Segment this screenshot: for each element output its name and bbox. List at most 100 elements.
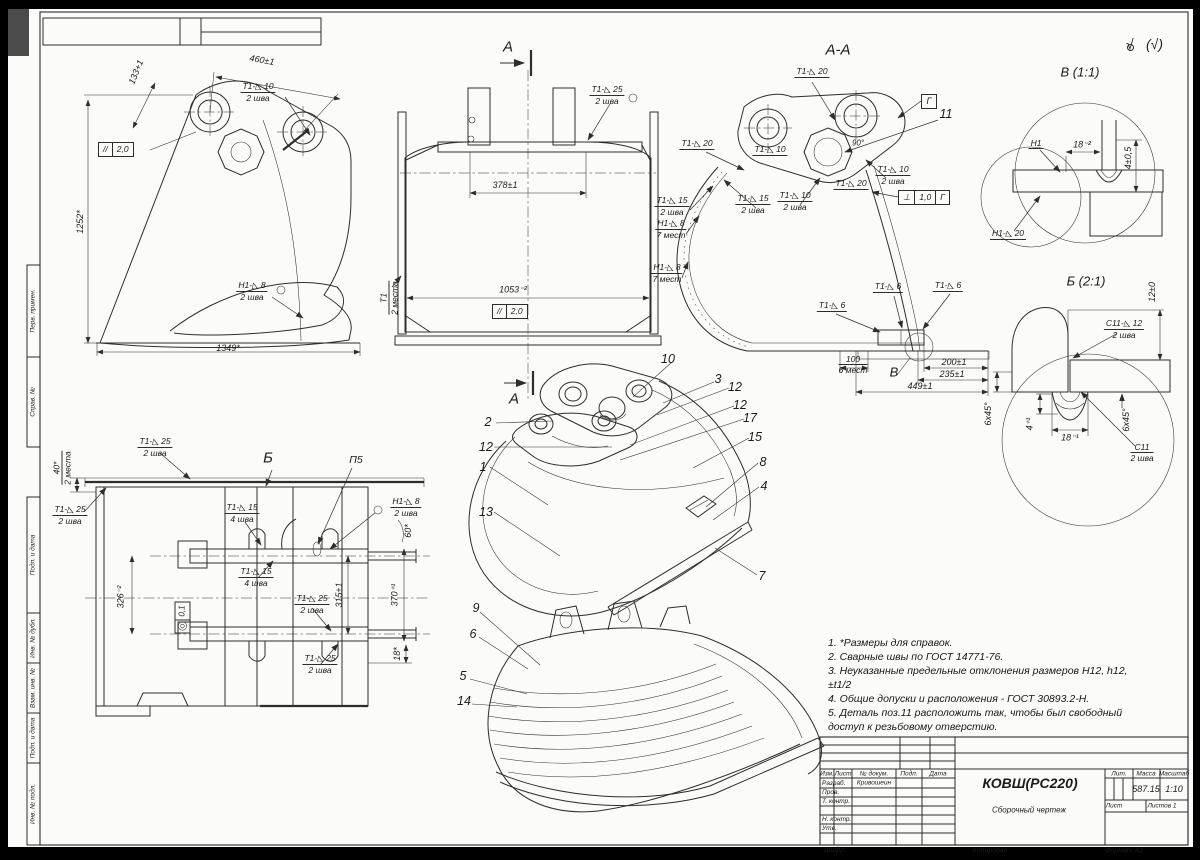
part-callout: 9	[472, 601, 480, 615]
drawing-title: КОВШ(РС220)	[982, 775, 1078, 791]
developer-name: Кривошеин	[856, 779, 892, 787]
scan-edge-right	[1193, 0, 1200, 860]
scale-value: 1:10	[1165, 784, 1183, 794]
weld-callout: Н1	[1028, 138, 1044, 149]
dimension-label: 18⁻¹	[1061, 432, 1079, 443]
code-label: Шифр:	[824, 847, 847, 854]
titleblock-col: Лист	[834, 770, 852, 778]
dimension-label: 200±1	[941, 357, 967, 367]
dimension-label: 326⁻²	[115, 585, 126, 609]
part-callout: 13	[479, 505, 493, 519]
part-callout: 1	[479, 460, 487, 474]
datum-flag: Г	[921, 94, 937, 109]
part-callout: 7	[758, 569, 766, 583]
part-callout: 3	[714, 372, 722, 386]
dimension-stack: 40*2 места	[51, 451, 73, 485]
dimension-label: 1252*	[75, 210, 85, 234]
format-label: Формат А2	[1104, 847, 1144, 855]
scale-label: Масштаб	[1158, 770, 1190, 778]
part-callout: 17	[743, 411, 757, 425]
part-callout: 12	[479, 440, 493, 454]
margin-label: Перв. примен.	[29, 289, 37, 333]
det​ail-b-linework	[993, 307, 1175, 527]
sheet-label: Лист	[1105, 802, 1123, 810]
roughness-icon: √	[1126, 36, 1134, 52]
weld-callout: Н1-◺ 20	[989, 228, 1027, 240]
weld-callout: Т1-◺ 6	[932, 280, 964, 292]
parallelism-icon: //	[497, 306, 502, 316]
dimension-label: 1349*	[216, 343, 240, 353]
detail-title: Б (2:1)	[1066, 273, 1106, 289]
margin-label: Подп. и дата	[29, 534, 37, 576]
titleblock-col: Изм.	[820, 770, 834, 778]
margin-label: Подп. и дата	[29, 717, 37, 759]
parallelism-tolerance-frame: //2,0	[98, 142, 134, 157]
mass-label: Масса	[1136, 770, 1156, 778]
part-callout: 5	[459, 669, 467, 683]
note-line: 4. Общие допуски и расположения - ГОСТ 3…	[828, 692, 1090, 705]
angle-label: 90°	[851, 138, 865, 148]
detail-title: В (1:1)	[1060, 64, 1100, 80]
dimension-label: 1053⁻²	[499, 284, 527, 295]
scan-edge-bottom	[0, 847, 1200, 860]
roughness-alt-icon: (√)	[1146, 36, 1164, 52]
weld-callout: Т1-◺ 6	[872, 281, 904, 293]
front-view-linework	[391, 50, 662, 400]
part-callout: 12	[728, 380, 742, 394]
titleblock-row: Н. контр.	[822, 816, 852, 823]
titleblock-row: Пров.	[822, 789, 840, 796]
part-callout: 6	[469, 627, 477, 641]
titleblock-row: Утв.	[822, 825, 837, 832]
dimension-label: 449±1	[907, 381, 933, 391]
part-callout: 15	[748, 430, 762, 444]
section-arrow-label: А	[502, 38, 514, 56]
weld-callout: Т1-◺ 20	[833, 178, 869, 190]
dimension-label: 4⁺¹	[1024, 417, 1035, 431]
weld-callout: Т1-◺ 6	[816, 300, 848, 312]
drawing-sheet	[8, 9, 1194, 847]
side-view-linework	[84, 71, 361, 356]
margin-label: Взам. инв. №	[29, 667, 37, 709]
dimension-label: 6х45°	[983, 402, 993, 426]
concentricity-value: 0,1	[177, 605, 187, 617]
margin-label: Инв. № дубл.	[29, 618, 37, 658]
dimension-label: 12±0	[1147, 282, 1157, 302]
notes-block: 1. *Размеры для справок. 2. Сварные швы …	[828, 637, 1150, 735]
part-callout: 12	[733, 398, 747, 412]
section-title: А-А	[825, 41, 851, 59]
part-callout: 11	[939, 107, 953, 121]
doc-type: Сборочный чертеж	[992, 805, 1066, 815]
titleblock-row: Т. контр.	[822, 798, 851, 805]
sheet-frame	[26, 11, 1189, 846]
scan-edge-left	[0, 0, 8, 860]
dimension-label: 370⁺¹	[389, 583, 400, 607]
dimension-label: 4±0,5	[1123, 146, 1133, 170]
titleblock-grid	[819, 736, 1189, 846]
margin-label: Справ. №	[29, 387, 37, 417]
part-callout: 2	[484, 415, 492, 429]
perpendicularity-icon: ⊥	[903, 192, 911, 202]
note-line: 5. Деталь поз.11 расположить так, чтобы …	[828, 706, 1123, 733]
view-arrow-label: Б	[263, 449, 273, 467]
dimension-label: 235±1	[939, 369, 965, 379]
dimension-label: 18⁻²	[1073, 139, 1091, 150]
